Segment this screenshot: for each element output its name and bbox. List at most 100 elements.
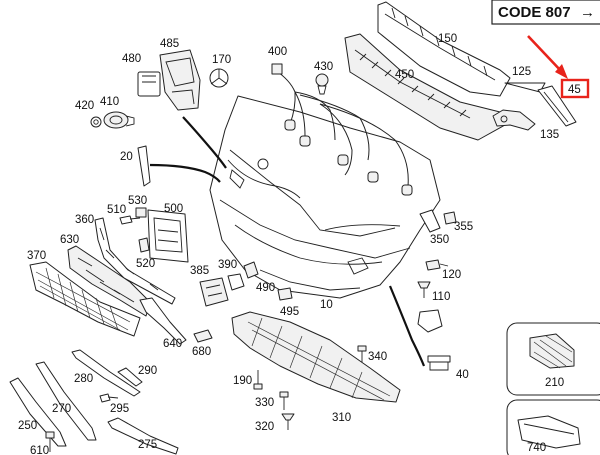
- label-280: 280: [74, 373, 93, 385]
- label-135: 135: [540, 129, 559, 141]
- label-510: 510: [107, 204, 126, 216]
- label-520: 520: [136, 258, 155, 270]
- part-150-carrier: 150: [377, 1, 511, 97]
- part-510-screw: 510: [107, 204, 141, 225]
- part-190-screw: 190: [233, 370, 263, 390]
- label-150: 150: [438, 33, 457, 45]
- part-290-trim: 290: [117, 365, 157, 387]
- part-680-clip: 680: [192, 329, 213, 358]
- label-10: 10: [320, 299, 333, 311]
- part-530-clip: 530: [128, 195, 147, 218]
- part-360-bracket: 360: [75, 214, 176, 305]
- part-500-plate: 500: [147, 203, 189, 263]
- highlight-box: [560, 78, 590, 99]
- label-20: 20: [120, 151, 133, 163]
- label-490: 490: [256, 282, 275, 294]
- label-390: 390: [218, 259, 237, 271]
- leader-line: [182, 116, 227, 169]
- label-250: 250: [18, 420, 37, 432]
- part-320-screw: 320: [255, 413, 295, 433]
- part-480-sensor: 480: [122, 53, 161, 97]
- label-120: 120: [442, 269, 461, 281]
- label-340: 340: [368, 351, 387, 363]
- label-740: 740: [527, 442, 546, 454]
- panel-740: 740: [506, 399, 600, 455]
- label-40: 40: [456, 369, 469, 381]
- part-450-bracket: 450: [344, 33, 506, 141]
- part-410-sensor: 410: [100, 96, 135, 129]
- label-385: 385: [190, 265, 209, 277]
- part-270-strip: 270: [35, 361, 97, 441]
- part-250-strip: 250: [9, 377, 67, 447]
- label-450: 450: [395, 69, 414, 81]
- right-arrow-icon: →: [580, 4, 595, 21]
- label-310: 310: [332, 412, 351, 424]
- part-cap: [417, 309, 443, 333]
- part-280-strip: 280: [71, 349, 141, 397]
- part-340-screw: 340: [357, 345, 387, 363]
- code-box-text: CODE 807: [498, 4, 571, 21]
- label-290: 290: [138, 365, 157, 377]
- part-120-screw: 120: [425, 259, 461, 281]
- part-420-ring: 420: [75, 100, 102, 128]
- label-610: 610: [30, 445, 49, 455]
- part-430-clip: 430: [314, 61, 333, 95]
- label-370: 370: [27, 250, 46, 262]
- part-610-screw: 610: [30, 431, 55, 455]
- highlight-pointer: 45: [527, 35, 590, 99]
- label-320: 320: [255, 421, 274, 433]
- label-170: 170: [212, 54, 231, 66]
- part-485-holder: 485: [159, 38, 201, 111]
- part-125-trim: 125: [504, 66, 546, 93]
- label-410: 410: [100, 96, 119, 108]
- panel-210: 210: [506, 322, 600, 396]
- label-630: 630: [60, 234, 79, 246]
- part-45-molding: [537, 85, 577, 127]
- part-355-clip: 355: [443, 211, 473, 233]
- label-210: 210: [545, 377, 564, 389]
- label-680: 680: [192, 346, 211, 358]
- label-275: 275: [138, 439, 157, 451]
- part-275-strip: 275: [107, 417, 179, 455]
- part-520-clip: 520: [136, 237, 155, 270]
- label-495: 495: [280, 306, 299, 318]
- part-385-cover: 385: [190, 265, 229, 307]
- label-360: 360: [75, 214, 94, 226]
- part-10-bumper-cover: 10: [209, 95, 441, 311]
- leader-line-20: [149, 163, 221, 183]
- part-330-screw: 330: [255, 391, 289, 410]
- part-135-bracket: 135: [492, 109, 559, 141]
- label-270: 270: [52, 403, 71, 415]
- label-125: 125: [512, 66, 531, 78]
- part-295-screw: 295: [99, 393, 129, 415]
- label-190: 190: [233, 375, 252, 387]
- label-530: 530: [128, 195, 147, 207]
- label-45: 45: [568, 84, 581, 96]
- part-310-panel: 310: [231, 311, 401, 424]
- label-640: 640: [163, 338, 182, 350]
- leader-line-40: [388, 285, 426, 367]
- label-480: 480: [122, 53, 141, 65]
- part-390-bracket: 390: [218, 259, 245, 291]
- label-110: 110: [432, 291, 450, 303]
- part-495-clip: 495: [277, 287, 299, 318]
- part-640-bracket: 640: [139, 297, 187, 350]
- part-170-emblem: 170: [209, 54, 231, 88]
- part-370-grille: 370: [27, 250, 141, 337]
- label-500: 500: [164, 203, 183, 215]
- label-355: 355: [454, 221, 473, 233]
- part-20-strip: 20: [120, 145, 151, 187]
- label-420: 420: [75, 100, 94, 112]
- label-430: 430: [314, 61, 333, 73]
- code-box: CODE 807 →: [491, 0, 600, 25]
- label-330: 330: [255, 397, 274, 409]
- part-110-screw: 110: [417, 281, 450, 303]
- part-350-bracket: 350: [419, 209, 449, 246]
- part-490-clip: 490: [243, 261, 275, 294]
- label-400: 400: [268, 46, 287, 58]
- label-485: 485: [160, 38, 179, 50]
- label-295: 295: [110, 403, 129, 415]
- label-350: 350: [430, 234, 449, 246]
- part-40-strip: 40: [388, 285, 469, 381]
